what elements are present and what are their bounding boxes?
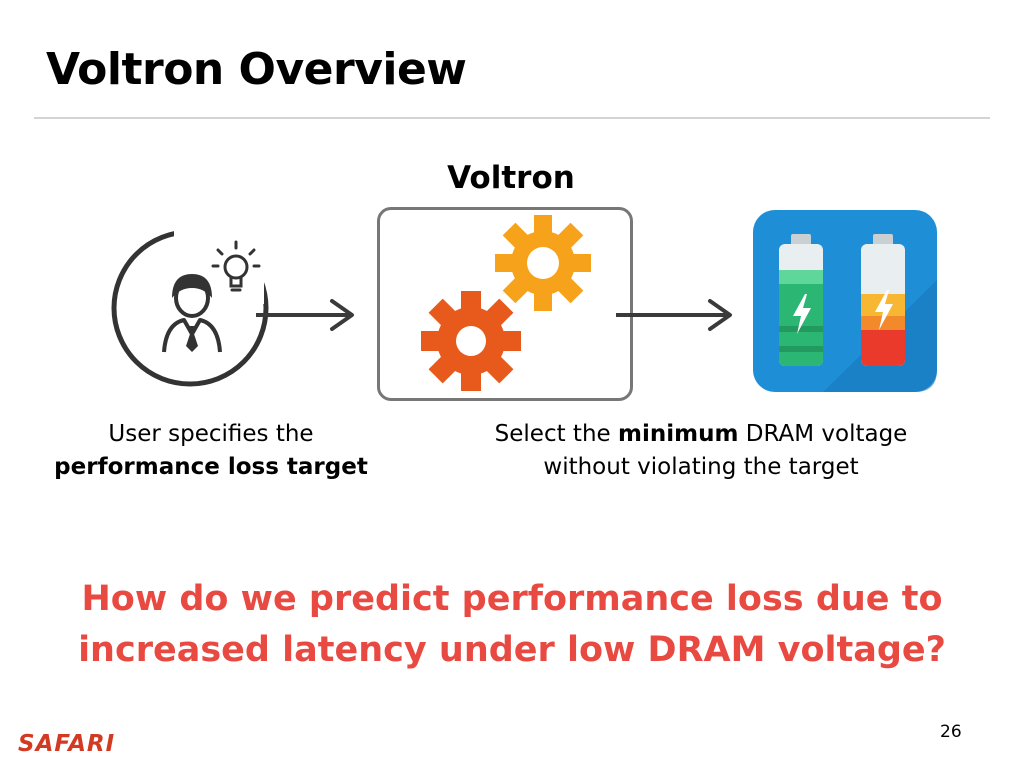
key-question: How do we predict performance loss due t… bbox=[40, 574, 984, 676]
page-number: 26 bbox=[940, 722, 962, 742]
voltron-caption-line1: Select the minimum DRAM voltage bbox=[494, 421, 908, 447]
key-question-line1: How do we predict performance loss due t… bbox=[81, 579, 943, 619]
arrow-right-icon bbox=[616, 299, 732, 331]
key-question-line2: increased latency under low DRAM voltage… bbox=[78, 630, 946, 670]
arrow-right-icon bbox=[256, 299, 354, 331]
user-lightbulb-icon bbox=[111, 228, 269, 387]
title-divider bbox=[34, 117, 990, 119]
voltron-caption-line2: without violating the target bbox=[543, 454, 859, 480]
gears-icon bbox=[421, 215, 591, 391]
battery-icon bbox=[753, 210, 937, 392]
user-caption: User specifies the performance loss targ… bbox=[36, 418, 386, 484]
voltron-box-label: Voltron bbox=[447, 160, 575, 196]
user-caption-line1: User specifies the bbox=[108, 421, 314, 447]
voltron-box bbox=[377, 207, 633, 401]
voltron-caption: Select the minimum DRAM voltage without … bbox=[456, 418, 946, 484]
safari-logo: SAFARI bbox=[18, 731, 116, 757]
slide-title: Voltron Overview bbox=[46, 44, 467, 95]
user-caption-line2: performance loss target bbox=[54, 454, 368, 480]
